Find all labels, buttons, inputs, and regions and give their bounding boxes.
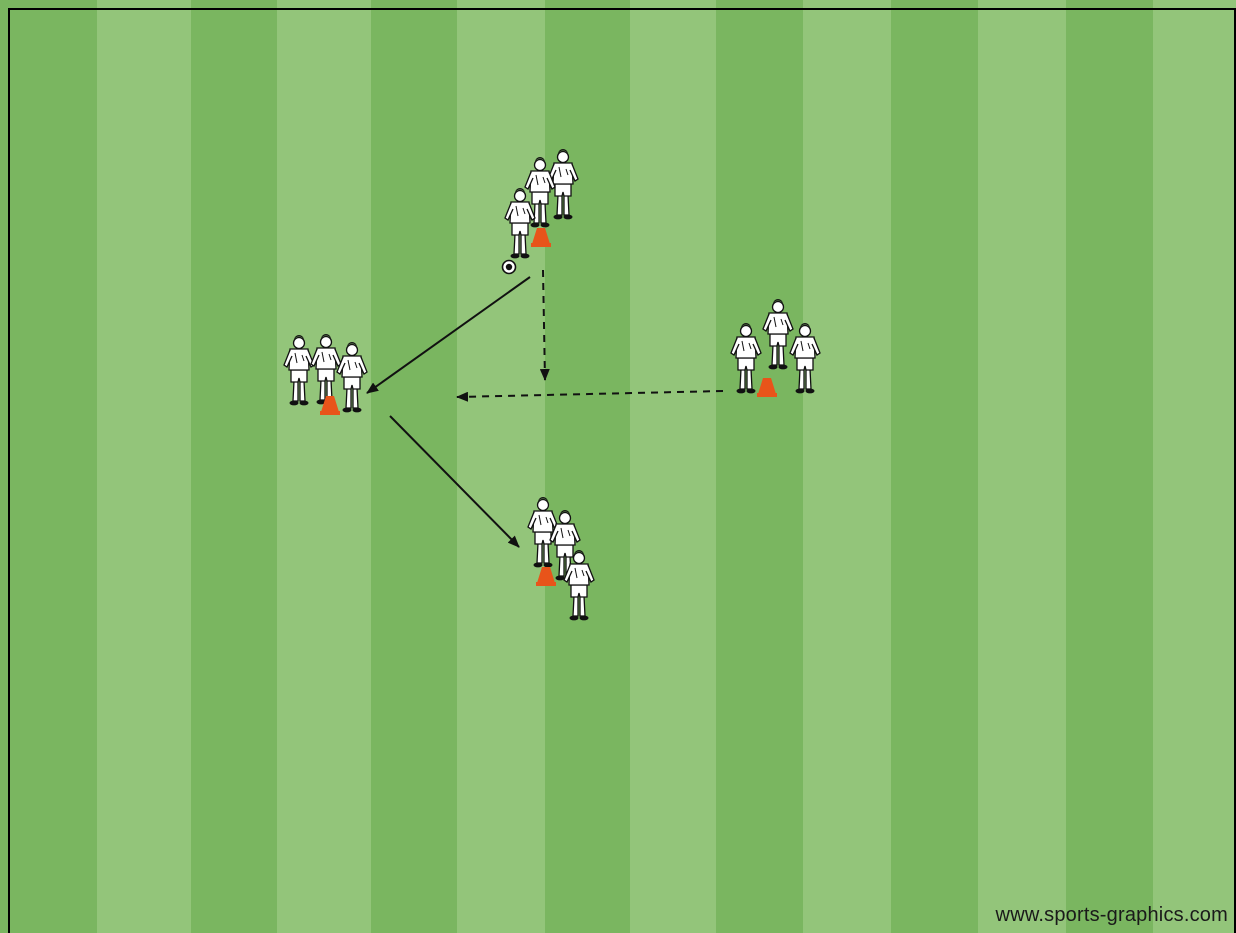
left-group <box>284 334 367 415</box>
soccer-ball-icon <box>503 261 516 274</box>
watermark: www.sports-graphics.com <box>996 904 1228 927</box>
